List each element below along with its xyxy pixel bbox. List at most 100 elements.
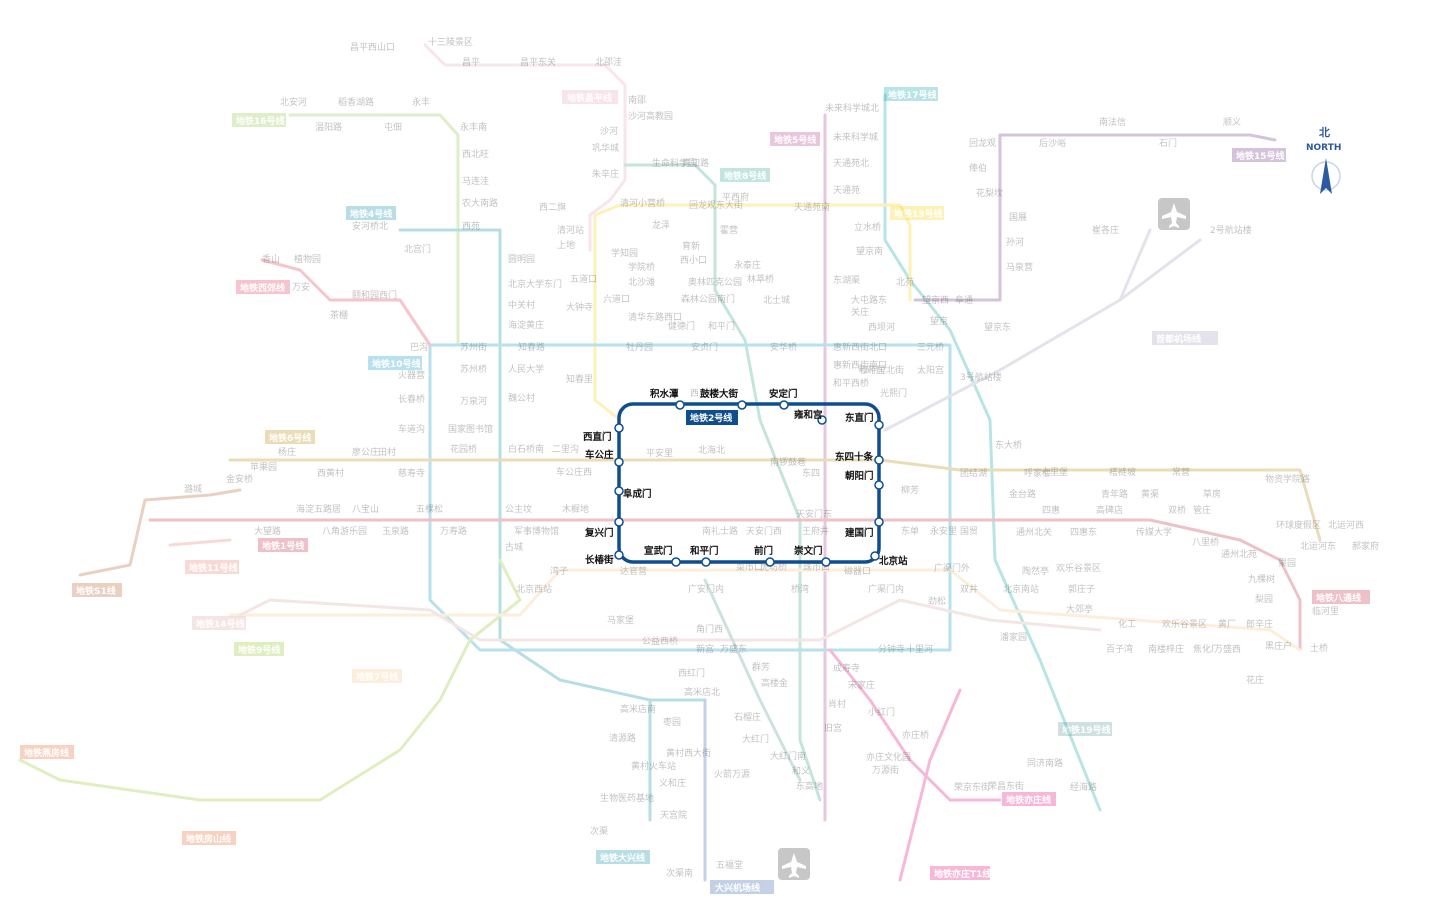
station-label[interactable]: 崇文门 <box>794 545 823 557</box>
station-label[interactable]: 东四十条 <box>835 451 874 463</box>
station-marker[interactable] <box>874 517 884 527</box>
station-marker[interactable] <box>765 557 775 567</box>
line-label-14: 地铁14号线 <box>196 618 245 630</box>
faded-station-label: 湾子 <box>550 565 568 577</box>
faded-station-label: 西二旗 <box>539 201 566 213</box>
faded-station-label: 生命科学园 <box>652 157 697 169</box>
faded-station-label: 育知路 <box>682 157 709 169</box>
faded-station-label: 黄厂 <box>1218 618 1236 630</box>
faded-station-label: 高楼金 <box>761 677 788 689</box>
station-label[interactable]: 建国门 <box>844 527 874 539</box>
faded-station-label: 东湖渠 <box>833 274 860 286</box>
faded-station-label: 未来科学城北 <box>825 102 879 114</box>
faded-station-label: 育新 <box>682 240 700 252</box>
faded-station-label: 南礼士路 <box>702 525 738 537</box>
north-compass: 北 NORTH <box>1306 125 1341 194</box>
station-label[interactable]: 和平门 <box>689 545 719 557</box>
faded-station-label: 火箭万源 <box>714 768 750 780</box>
faded-station-label: 新宫 <box>696 643 714 655</box>
faded-station-label: 传媒大学 <box>1136 526 1172 538</box>
station-marker[interactable] <box>737 400 747 410</box>
faded-station-label: 石榴庄 <box>734 711 761 723</box>
station-label[interactable]: 阜成门 <box>623 488 652 500</box>
faded-station-label: 沙河高教园 <box>628 110 673 122</box>
line-label-11: 地铁11号线 <box>189 562 238 574</box>
line-label-17: 地铁17号线 <box>888 89 937 101</box>
station-label[interactable]: 鼓楼大街 <box>700 388 739 400</box>
faded-station-label: 果园 <box>1278 558 1296 569</box>
station-marker[interactable] <box>817 415 827 425</box>
station-label[interactable]: 东直门 <box>845 412 874 424</box>
faded-station-label: 和平门 <box>708 320 735 332</box>
station-label[interactable]: 宣武门 <box>644 545 673 557</box>
faded-station-label: 宋家庄 <box>848 679 875 691</box>
faded-station-label: 天通苑南 <box>794 201 830 213</box>
station-marker[interactable] <box>675 400 685 410</box>
faded-station-label: 西红门 <box>678 667 705 679</box>
faded-station-label: 上地 <box>557 239 575 251</box>
faded-station-label: 金安桥 <box>226 473 253 485</box>
station-marker[interactable] <box>614 423 624 433</box>
station-marker[interactable] <box>874 455 884 465</box>
faded-station-label: 陶然亭 <box>1022 565 1049 577</box>
station-marker[interactable] <box>701 557 711 567</box>
faded-station-label: 二里沟 <box>552 443 579 455</box>
faded-station-label: 天通苑北 <box>833 157 869 169</box>
faded-station-label: 郭庄子 <box>1068 583 1095 595</box>
faded-station-label: 郎辛庄 <box>1246 618 1273 630</box>
line-label-10: 地铁10号线 <box>372 358 421 370</box>
faded-station-label: 物资学院路 <box>1265 473 1310 485</box>
station-label[interactable]: 长椿街 <box>585 554 614 566</box>
faded-station-label: 黄渠 <box>1141 488 1159 500</box>
faded-station-label: 火器营 <box>398 369 425 381</box>
faded-station-label: 和义 <box>792 766 810 777</box>
faded-station-label: 北京大学东门 <box>508 278 562 290</box>
faded-station-label: 大红门南 <box>770 750 806 762</box>
station-marker[interactable] <box>874 480 884 490</box>
faded-station-label: 东高地 <box>796 780 823 792</box>
faded-station-label: 学知园 <box>611 247 638 259</box>
faded-station-label: 田村 <box>378 446 396 458</box>
faded-station-label: 天宫院 <box>660 809 687 821</box>
station-marker[interactable] <box>874 420 884 430</box>
station-label[interactable]: 西直门 <box>583 431 612 443</box>
station-label[interactable]: 复兴门 <box>584 527 614 539</box>
line-label-8: 地铁8号线 <box>724 170 766 182</box>
line-label-daxing: 地铁大兴线 <box>600 852 645 864</box>
station-marker[interactable] <box>779 400 789 410</box>
faded-station-label: 中关村 <box>508 299 535 311</box>
station-label[interactable]: 安定门 <box>769 388 798 400</box>
station-label[interactable]: 雍和宫 <box>794 409 823 421</box>
station-marker[interactable] <box>614 486 624 496</box>
faded-station-label: 车道沟 <box>398 423 425 435</box>
station-label[interactable]: 车公庄 <box>585 449 614 461</box>
faded-station-label: 义和庄 <box>659 777 686 789</box>
faded-station-label: 龙泽 <box>652 219 670 231</box>
station-marker[interactable] <box>870 551 880 561</box>
compass-en: NORTH <box>1306 143 1341 153</box>
faded-station-label: 平安里 <box>646 447 673 459</box>
faded-station-label: 花庄 <box>1246 674 1264 686</box>
faded-station-label: 光熙门 <box>880 387 907 399</box>
station-label[interactable]: 前门 <box>754 545 773 557</box>
faded-station-label: 三元桥 <box>917 341 944 353</box>
station-label[interactable]: 北京站 <box>879 555 908 567</box>
station-marker[interactable] <box>614 517 624 527</box>
station-marker[interactable] <box>671 557 681 567</box>
faded-station-label: 大望路 <box>254 525 281 537</box>
station-marker[interactable] <box>821 557 831 567</box>
faded-station-label: 朱辛庄 <box>592 168 619 180</box>
faded-station-label: 太阳宫 <box>917 364 944 376</box>
line-label-fangshan: 地铁房山线 <box>186 833 231 845</box>
faded-station-label: 环球度假区 <box>1276 519 1321 531</box>
station-label[interactable]: 朝阳门 <box>845 470 874 482</box>
faded-station-label: 黄村火车站 <box>631 760 676 772</box>
faded-station-label: 西黄村 <box>317 467 344 479</box>
station-label[interactable]: 积水潭 <box>650 388 679 400</box>
faded-station-label: 生物医药基地 <box>600 792 654 804</box>
station-marker[interactable] <box>614 550 624 560</box>
faded-station-label: 崔各庄 <box>1092 224 1119 236</box>
station-marker[interactable] <box>614 457 624 467</box>
faded-station-label: 角门西 <box>696 623 723 635</box>
faded-station-label: 霍营 <box>720 224 738 236</box>
